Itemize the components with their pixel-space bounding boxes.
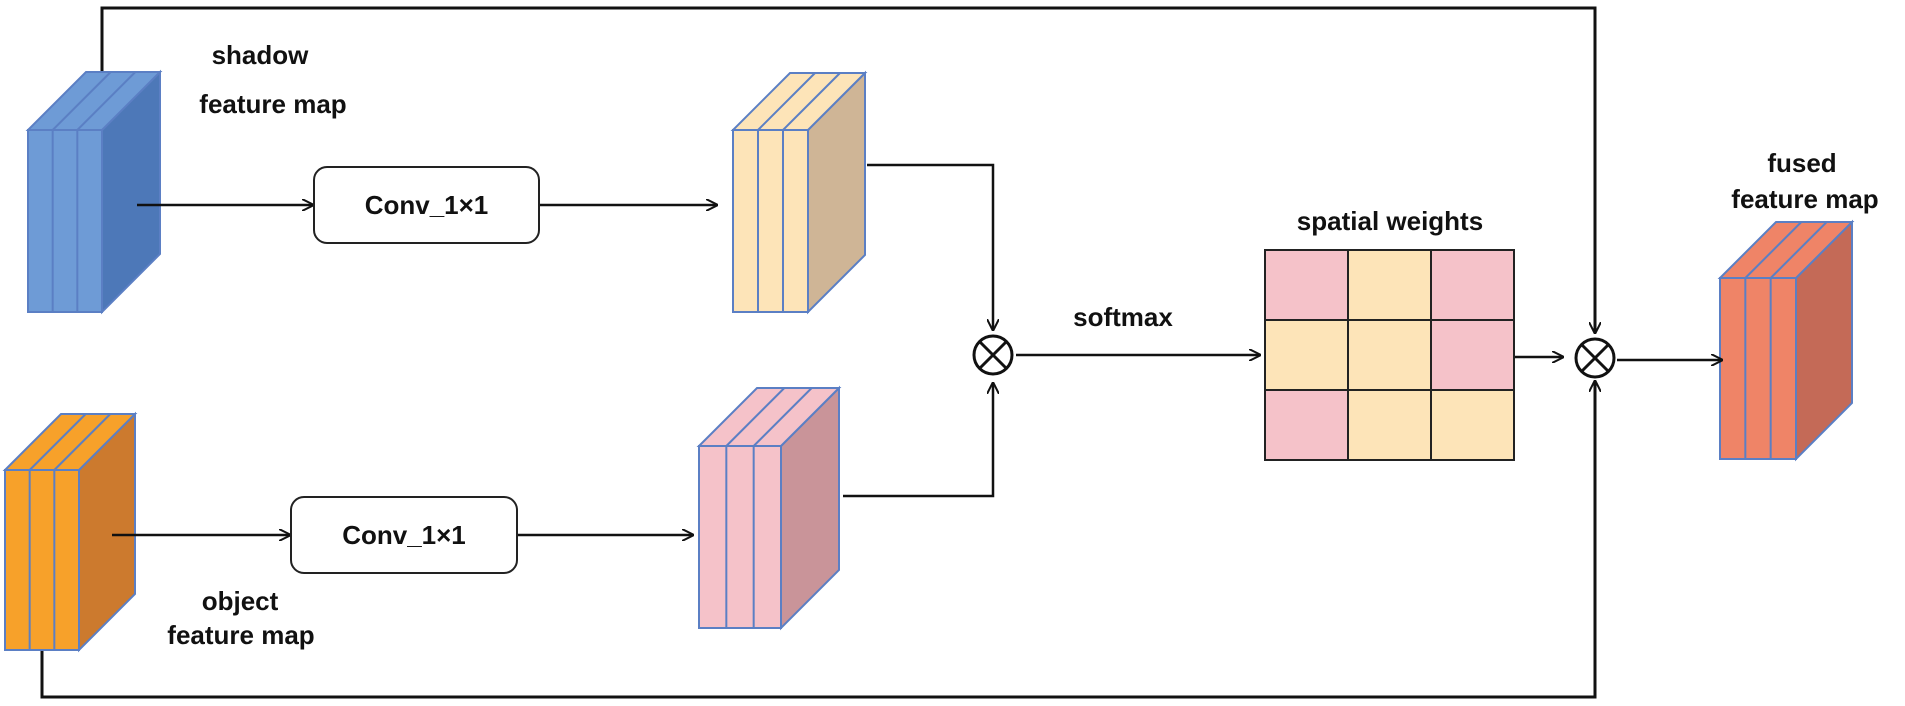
weight-cell-pink [1264, 249, 1349, 321]
cube-layer-line [782, 72, 841, 131]
fused-feature-map-cube [1717, 219, 1855, 462]
shadow-feature-map-cube [25, 69, 163, 315]
fused-label-line2: feature map [1731, 184, 1879, 214]
fused-label-line1: fused [1767, 148, 1837, 178]
object-projected-map-cube [696, 385, 842, 631]
query-to-multiply-arrow [867, 163, 993, 330]
shadow-label-line2: feature map [199, 89, 347, 119]
cube-layer-line [1769, 221, 1828, 279]
conv-box-bottom: Conv_1×1 [290, 496, 518, 574]
cube-layer-line [725, 387, 786, 447]
weight-cell-peach [1430, 389, 1515, 461]
cube-layer-line [51, 71, 112, 131]
cube-layer-line [76, 71, 137, 131]
spatial-weights-label: spatial weights [1296, 206, 1484, 236]
weight-cell-pink [1430, 319, 1515, 391]
weight-cell-peach [1347, 319, 1432, 391]
weight-cell-pink [1264, 389, 1349, 461]
softmax-label: softmax [1073, 302, 1173, 332]
weight-cell-peach [1264, 319, 1349, 391]
cube-layer-line [752, 387, 813, 447]
cube-layer-line [1744, 221, 1803, 279]
weight-cell-peach [1347, 249, 1432, 321]
object-label-line1: object [201, 586, 279, 616]
cube-front-face [4, 469, 80, 651]
key-to-multiply-arrow [843, 383, 993, 498]
cube-front-face [732, 129, 809, 313]
cube-layer-line [53, 413, 112, 471]
cube-front-face [698, 445, 782, 629]
conv-bottom-label: Conv_1×1 [342, 519, 466, 550]
shadow-skip-connection [100, 6, 1595, 333]
cube-front-face [27, 129, 103, 313]
object-label-line2: feature map [167, 620, 315, 650]
shadow-projected-map-cube [730, 70, 868, 315]
spatial-weights-grid [1264, 249, 1515, 461]
weight-cell-pink [1430, 249, 1515, 321]
conv-top-label: Conv_1×1 [364, 189, 489, 220]
cube-layer-line [28, 413, 87, 471]
cube-front-face [1719, 277, 1797, 460]
multiply-operator-right [1574, 337, 1616, 379]
object-skip-connection [40, 381, 1595, 699]
shadow-label-line1: shadow [211, 40, 309, 70]
object-feature-map-cube [2, 411, 138, 653]
weight-cell-peach [1347, 389, 1432, 461]
multiply-operator-top [972, 334, 1014, 376]
conv-box-top: Conv_1×1 [313, 166, 540, 244]
cube-layer-line [757, 72, 816, 131]
